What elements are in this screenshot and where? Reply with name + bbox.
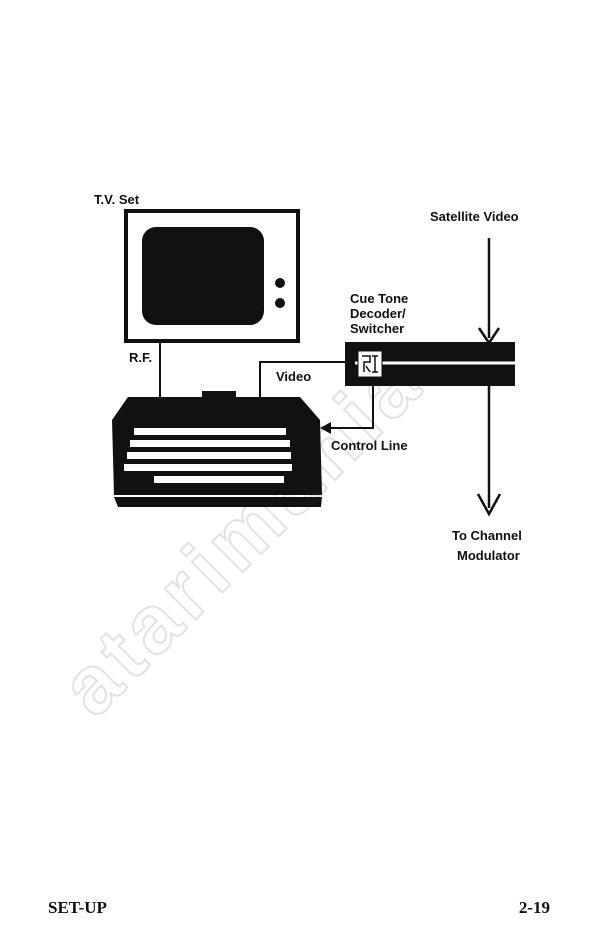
watermark: atarimania [43,336,440,733]
decoder-panel [357,350,383,378]
decoder-panel-glyph [362,355,378,373]
label-control-line: Control Line [331,438,408,453]
label-to-channel: To Channel [452,528,522,543]
computer [112,391,322,507]
footer-page-number: 2-19 [518,898,550,917]
label-switcher: Switcher [350,321,404,336]
output-arrowhead [476,493,502,517]
label-rf: R.F. [129,350,152,365]
satellite-video-arrowhead [477,327,501,346]
keyboard-keys [124,428,292,483]
label-tv-set: T.V. Set [94,192,140,207]
tv-knob-top [275,278,285,288]
label-cue-tone: Cue Tone [350,291,408,306]
cue-tone-decoder [345,342,515,386]
video-line [259,361,355,397]
tv-knob-bottom [275,298,285,308]
label-decoder: Decoder/ [350,306,406,321]
tv-screen [142,227,264,325]
computer-cartridge [202,391,236,399]
tv-set [124,209,300,343]
label-video: Video [276,369,311,384]
control-line-arrowhead [320,422,331,434]
footer-section-title: SET-UP [48,898,107,917]
computer-base [114,497,322,507]
label-modulator: Modulator [457,548,520,563]
label-satellite-video: Satellite Video [430,209,519,224]
control-line [330,385,374,429]
